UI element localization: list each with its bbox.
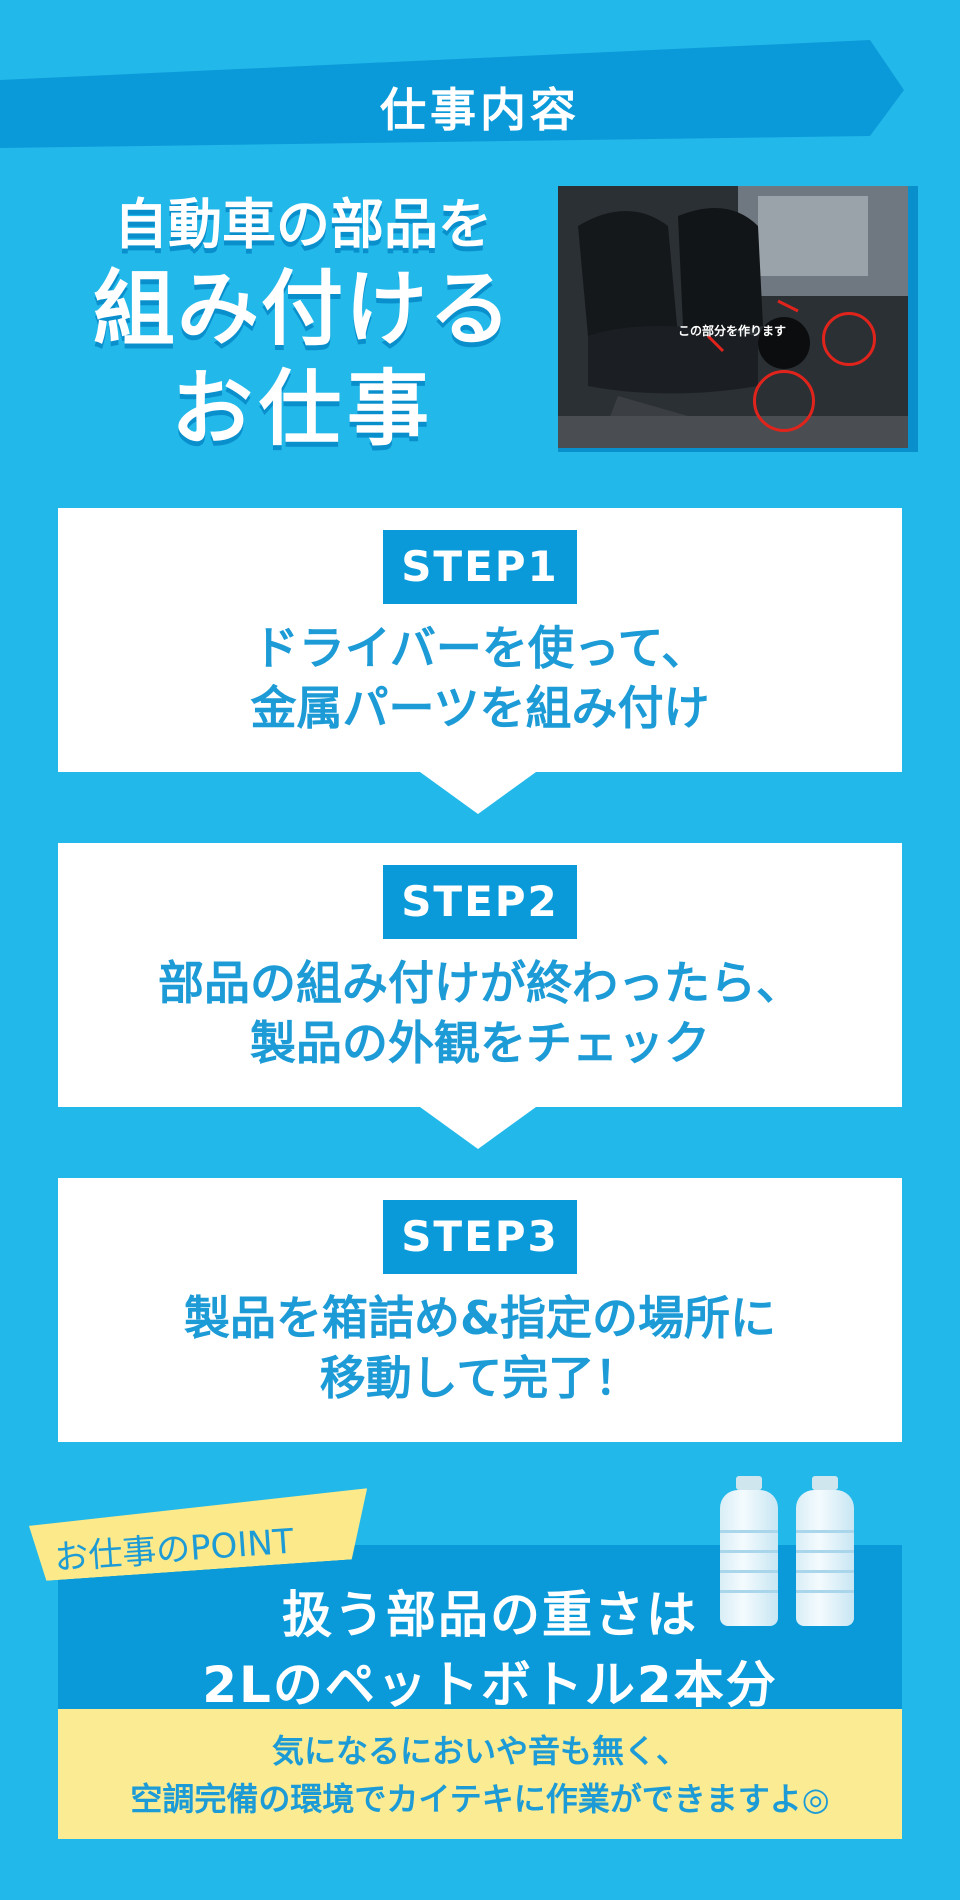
highlight-circle-icon (822, 312, 876, 366)
water-bottle-icon (796, 1476, 854, 1626)
info-box: 気になるにおいや音も無く、 空調完備の環境でカイテキに作業ができますよ◎ (58, 1709, 902, 1839)
step-description: 部品の組み付けが終わったら、 製品の外観をチェック (58, 953, 902, 1073)
water-bottle-icon (720, 1476, 778, 1626)
step-badge: STEP1 (383, 530, 577, 604)
step-card-3: STEP3 製品を箱詰め&指定の場所に 移動して完了！ (58, 1178, 902, 1442)
info-line: 空調完備の環境でカイテキに作業ができますよ◎ (130, 1780, 830, 1818)
car-seat-photo: この部分を作ります (558, 186, 908, 448)
step-description: 製品を箱詰め&指定の場所に 移動して完了！ (58, 1288, 902, 1408)
section-title: 仕事内容 (380, 83, 580, 137)
step-arrow-icon (420, 1107, 536, 1149)
car-seat-photo-frame: この部分を作ります (558, 186, 918, 452)
step-line: 移動して完了！ (319, 1351, 641, 1405)
step-card-2: STEP2 部品の組み付けが終わったら、 製品の外観をチェック (58, 843, 902, 1107)
point-headline-line1: 扱う部品の重さは (282, 1586, 698, 1644)
step-description: ドライバーを使って、 金属パーツを組み付け (58, 618, 902, 738)
step-card-1: STEP1 ドライバーを使って、 金属パーツを組み付け (58, 508, 902, 772)
hero-title-line1: 自動車の部品を (114, 193, 492, 256)
step-badge: STEP3 (383, 1200, 577, 1274)
point-headline-line2: 2Lのペットボトル2本分 (202, 1656, 778, 1714)
highlight-circle-icon (753, 370, 815, 432)
point-headline: 扱う部品の重さは 2Lのペットボトル2本分 (180, 1580, 800, 1720)
hero-title: 自動車の部品を 組み付ける お仕事 (68, 190, 538, 460)
step-arrow-icon (420, 772, 536, 814)
step-line: ドライバーを使って、 (252, 621, 708, 675)
step-line: 部品の組み付けが終わったら、 (158, 956, 802, 1010)
step-line: 製品の外観をチェック (250, 1016, 710, 1070)
info-line: 気になるにおいや音も無く、 (271, 1732, 688, 1770)
step-line: 製品を箱詰め&指定の場所に (183, 1291, 777, 1345)
step-badge: STEP2 (383, 865, 577, 939)
hero-title-line3: お仕事 (170, 362, 435, 457)
step-line: 金属パーツを組み付け (250, 681, 710, 735)
hero-title-line2: 組み付ける (92, 262, 513, 357)
photo-caption: この部分を作ります (678, 324, 787, 338)
info-text: 気になるにおいや音も無く、 空調完備の環境でカイテキに作業ができますよ◎ (58, 1727, 902, 1823)
